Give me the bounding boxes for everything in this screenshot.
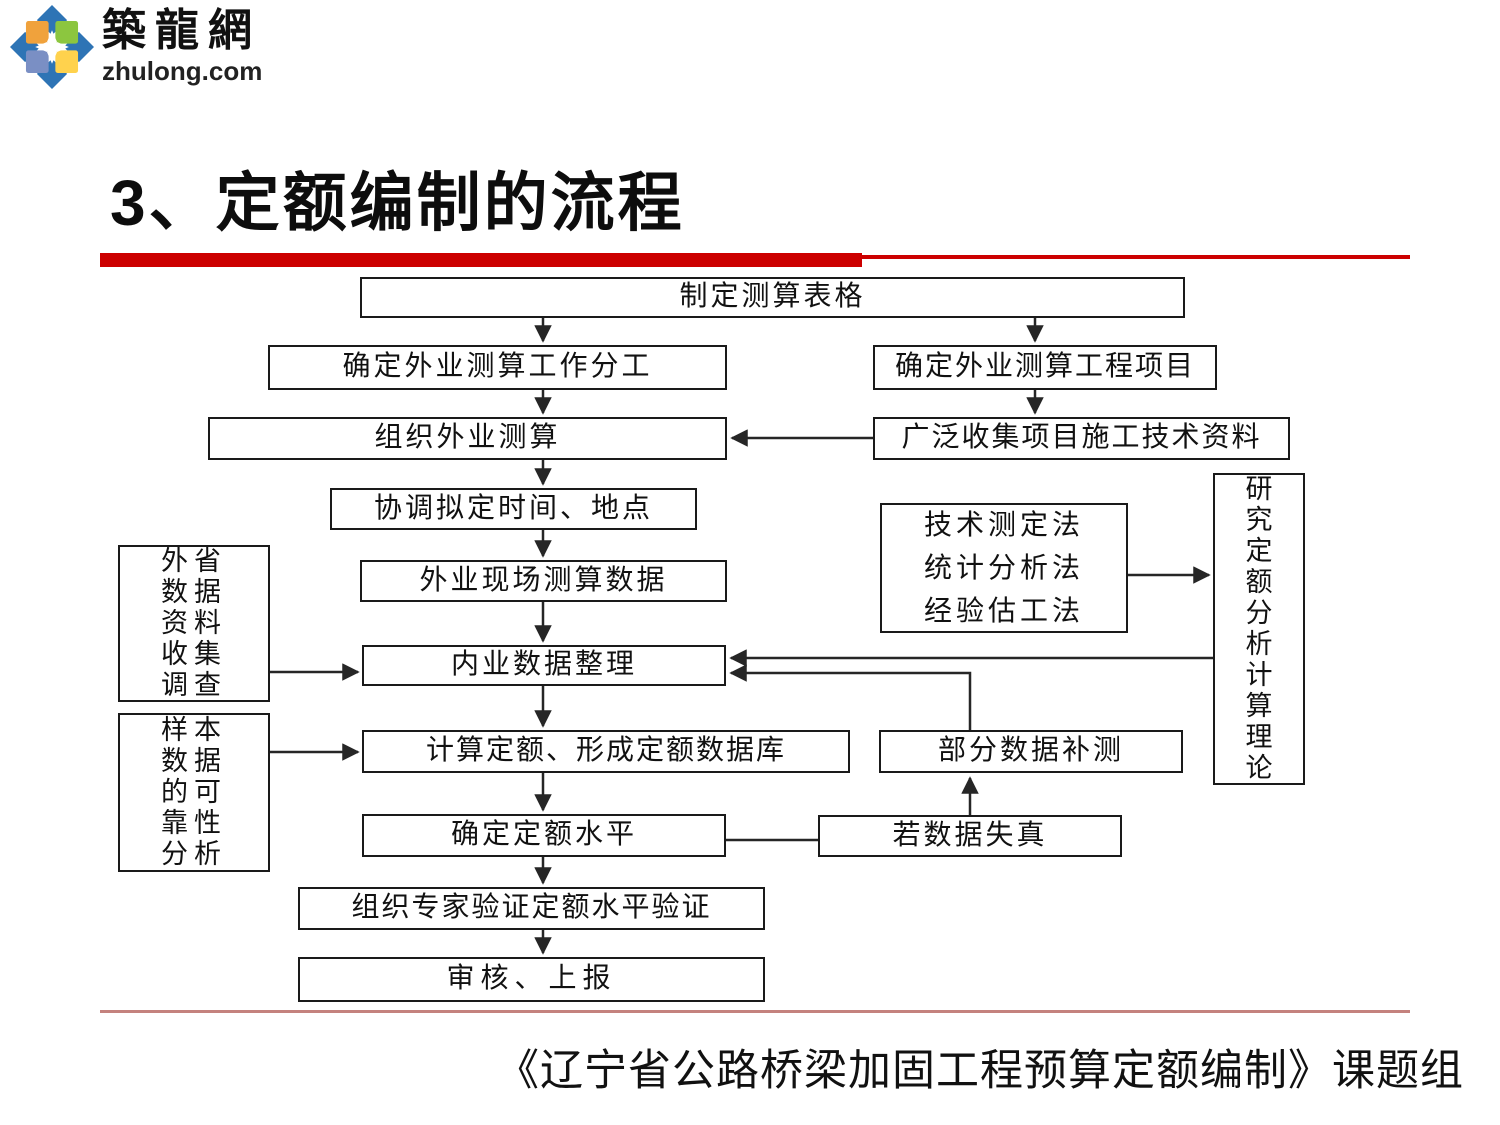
flow-node-quota-level: 确定定额水平 <box>362 814 726 857</box>
flow-node-define-projects: 确定外业测算工程项目 <box>873 345 1217 390</box>
logo-text: 築龍網 zhulong.com <box>102 4 262 87</box>
footer-divider <box>100 1010 1410 1013</box>
flow-node-indoor-data: 内业数据整理 <box>362 645 726 686</box>
flow-node-partial-resurvey: 部分数据补测 <box>879 730 1183 773</box>
zhulong-logo: 築龍網 zhulong.com <box>10 4 262 90</box>
flow-node-collect-tech-info: 广泛收集项目施工技术资料 <box>873 417 1290 460</box>
flow-node-methods: 技术测定法 统计分析法 经验估工法 <box>880 503 1128 633</box>
title-underline-thick <box>100 253 862 267</box>
flow-node-theory: 研 究 定 额 分 析 计 算 理 论 <box>1213 473 1305 785</box>
flow-node-schedule-time-place: 协调拟定时间、地点 <box>330 488 697 530</box>
flow-node-expert-verify: 组织专家验证定额水平验证 <box>298 887 765 930</box>
flow-node-make-form: 制定测算表格 <box>360 277 1185 318</box>
flow-node-out-province-data: 外省 数据 资料 收集 调查 <box>118 545 270 702</box>
zhulong-pinwheel-icon <box>10 5 94 89</box>
flow-node-sample-reliability: 样本 数据 的可 靠性 分析 <box>118 713 270 872</box>
footer-credit: 《辽宁省公路桥梁加固工程预算定额编制》课题组 <box>496 1048 1464 1095</box>
logo-site-url: zhulong.com <box>102 56 263 87</box>
flow-node-calc-quota: 计算定额、形成定额数据库 <box>362 730 850 773</box>
arrow-resurvey-to-indoor <box>729 664 972 730</box>
flow-node-review-report: 审核、上报 <box>298 957 765 1002</box>
flow-node-field-data: 外业现场测算数据 <box>360 560 727 602</box>
page-title: 3、定额编制的流程 <box>110 167 685 239</box>
title-underline-thin <box>862 255 1410 259</box>
logo-site-name: 築龍網 <box>102 6 261 55</box>
flow-node-assign-fieldwork: 确定外业测算工作分工 <box>268 345 727 390</box>
flow-node-organize-survey: 组织外业测算 <box>208 417 727 460</box>
flow-node-data-distortion: 若数据失真 <box>818 815 1122 857</box>
